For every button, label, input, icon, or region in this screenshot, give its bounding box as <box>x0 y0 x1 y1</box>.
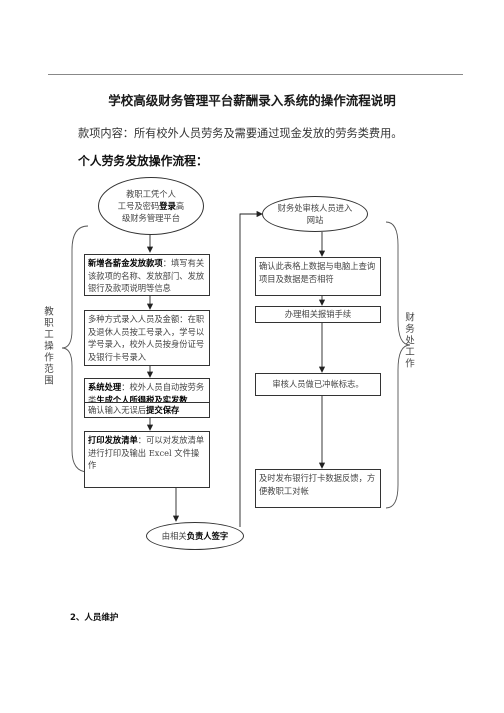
left-scope-brace <box>61 225 89 473</box>
start-line1: 教职工凭个人 <box>126 189 176 199</box>
start-line2-bold: 登录 <box>159 201 176 211</box>
finance-step-reimburse: 办理相关报销手续 <box>255 306 381 323</box>
finance-start-oval: 财务处审核人员进入网站 <box>262 196 368 232</box>
step3-text: ：校外人员自动按劳务类 <box>88 382 205 405</box>
fin-step1-text: 确认此表格上数据与电脑上查询项目及数据是否相符 <box>259 261 376 284</box>
fin-step4-text: 及时发布银行打卡数据反馈，方便教职工对帐 <box>259 473 376 496</box>
start-line2-pre: 工号及密码 <box>117 201 160 211</box>
step2-text: 多种方式录入人员及金额：在职及退休人员按工号录入，学号以学号录入，校外人员按身份… <box>88 314 205 362</box>
step1-text: ：填写有关该款项的名称、发放部门、发放银行及款项说明等信息 <box>88 258 205 293</box>
right-scope-label: 财务处工作 <box>403 312 414 370</box>
intro-paragraph: 款项内容：所有校外人员劳务及需要通过现金发放的劳务类费用。 <box>78 127 403 140</box>
arrow-end-to-finance <box>239 210 263 527</box>
finance-step-mark: 审核人员做已冲帐标志。 <box>255 373 381 396</box>
end-text: 由相关 <box>161 531 187 541</box>
end-bold: 负责人签字 <box>186 531 229 541</box>
step1-bold: 新增各薪金发放款项 <box>88 258 163 268</box>
step4-bold: 提交保存 <box>146 405 180 415</box>
flowchart-heading: 个人劳务发放操作流程： <box>78 154 208 168</box>
step-print-list: 打印发放清单：可以对发放清单进行打印及输出 Excel 文件操作 <box>84 431 210 488</box>
fin-step3-text: 审核人员做已冲帐标志。 <box>272 379 364 389</box>
step3-bold: 系统处理 <box>88 382 122 392</box>
step-submit-save: 确认输入无误后提交保存 <box>84 402 210 418</box>
fin-step2-text: 办理相关报销手续 <box>284 309 352 319</box>
section-heading-2: 2、人员维护 <box>70 613 119 623</box>
right-scope-brace <box>385 221 411 509</box>
start-line3: 级财务管理平台 <box>121 213 181 223</box>
step-enter-persons: 多种方式录入人员及金额：在职及退休人员按工号录入，学号以学号录入，校外人员按身份… <box>84 310 210 366</box>
step5-bold: 打印发放清单 <box>88 435 138 445</box>
start-login-oval: 教职工凭个人 工号及密码登录高 级财务管理平台 <box>98 177 204 235</box>
page-title: 学校高级财务管理平台薪酬录入系统的操作流程说明 <box>108 93 396 108</box>
step4-text: 确认输入无误后 <box>88 405 147 415</box>
step5-text: ：可以对发放清单进行打印及输出 Excel 文件操作 <box>88 435 205 470</box>
left-scope-label: 教职工操作范围 <box>42 306 53 387</box>
start-line2-post: 高 <box>175 201 185 211</box>
finance-step-verify: 确认此表格上数据与电脑上查询项目及数据是否相符 <box>255 257 381 296</box>
end-signature-oval: 由相关负责人签字 <box>146 522 244 550</box>
finance-step-feedback: 及时发布银行打卡数据反馈，方便教职工对帐 <box>255 469 381 508</box>
fin-start-text: 财务处审核人员进入网站 <box>277 203 353 225</box>
step-new-payment-item: 新增各薪金发放款项：填写有关该款项的名称、发放部门、发放银行及款项说明等信息 <box>84 254 210 296</box>
step3-bold2: 生成个人所得税及实发数 <box>96 394 188 405</box>
header-rule <box>48 74 463 75</box>
